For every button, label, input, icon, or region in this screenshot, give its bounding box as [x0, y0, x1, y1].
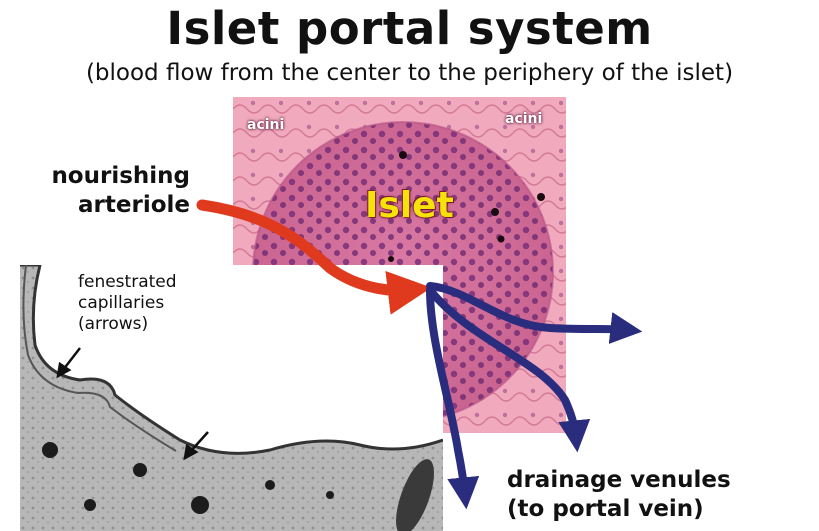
capillaries-label-line-1: fenestrated	[78, 272, 177, 293]
arteriole-arrow	[202, 205, 412, 291]
venules-label-line-1: drainage venules	[507, 466, 731, 495]
capillary-pointer-arrows	[58, 348, 208, 458]
capillaries-label: fenestrated capillaries (arrows)	[78, 272, 177, 335]
arteriole-label-line-2: arteriole	[42, 191, 190, 220]
venules-label-line-2: (to portal vein)	[507, 495, 731, 524]
venules-label: drainage venules (to portal vein)	[507, 466, 731, 524]
capillaries-label-line-3: (arrows)	[78, 314, 177, 335]
arteriole-label-line-1: nourishing	[42, 162, 190, 191]
arteriole-label: nourishing arteriole	[42, 162, 190, 220]
capillaries-label-line-2: capillaries	[78, 293, 177, 314]
